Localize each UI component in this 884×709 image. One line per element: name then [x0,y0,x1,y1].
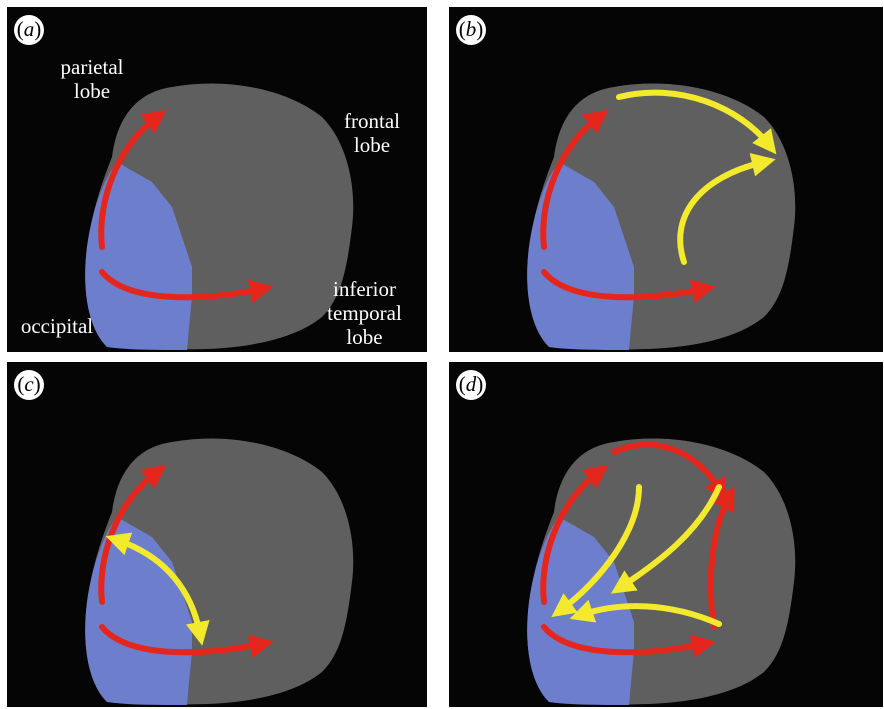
brain-illustration [449,7,883,352]
panel-a: (a) parietal lobe frontal lobe inferior … [7,7,427,352]
parietal-lobe-label: parietal lobe [47,55,137,103]
frontal-lobe-label: frontal lobe [327,109,417,157]
panel-label-c: (c) [14,370,44,400]
occipital-label: occipital [9,314,105,338]
brain-illustration [7,362,427,707]
panel-c: (c) [7,362,427,707]
panel-label-d: (d) [456,370,486,400]
brain-illustration [449,362,883,707]
panel-b: (b) [449,7,883,352]
panel-label-a: (a) [14,15,44,45]
inferior-temporal-lobe-label: inferior temporal lobe [312,277,417,349]
panel-label-b: (b) [456,15,486,45]
panel-d: (d) [449,362,883,707]
